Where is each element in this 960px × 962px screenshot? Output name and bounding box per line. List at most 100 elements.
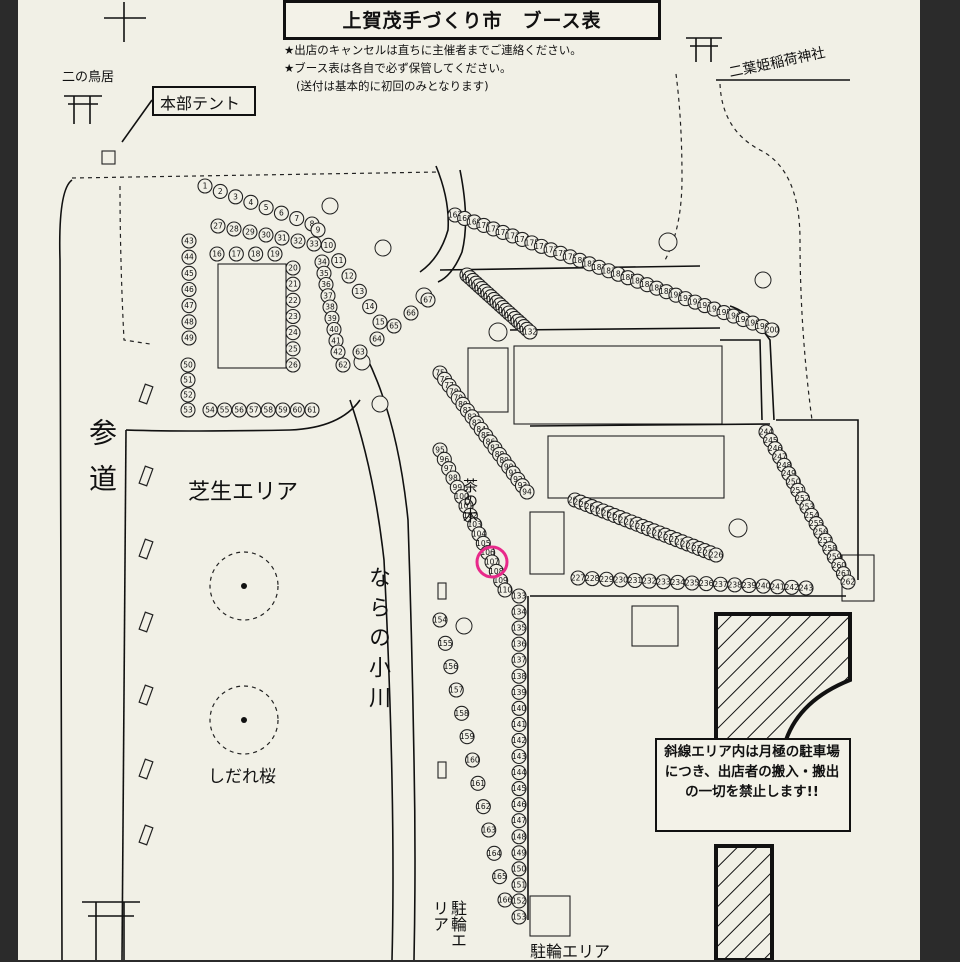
booth-164: 164 [486,845,502,861]
svg-text:51: 51 [183,376,193,385]
stream-edge [349,399,394,960]
building [467,347,509,413]
svg-text:173: 173 [505,231,520,240]
svg-text:254: 254 [804,511,819,520]
booth-50: 50 [180,357,196,373]
road-edge [509,327,721,331]
road-edge [720,339,763,421]
svg-text:88: 88 [495,450,505,459]
svg-text:237: 237 [713,580,728,589]
svg-text:104: 104 [472,530,487,539]
svg-text:61: 61 [307,406,317,415]
svg-text:249: 249 [782,469,797,478]
label-nara-ogawa: ならの小川 [365,566,390,716]
booth-135: 135 [511,620,527,636]
booth-10: 10 [320,237,336,253]
booth-22: 22 [285,292,301,308]
label-churin-area-1: 駐輪エリア [430,900,467,948]
svg-text:156: 156 [444,662,459,671]
booth-7: 7 [289,211,305,227]
svg-text:142: 142 [512,736,527,745]
svg-text:42: 42 [333,348,343,357]
svg-text:172: 172 [496,228,511,237]
svg-text:151: 151 [512,880,527,889]
svg-text:83: 83 [472,419,482,428]
booth-39: 39 [324,310,340,326]
booth-21: 21 [285,276,301,292]
svg-text:13: 13 [355,287,365,296]
booth-158: 158 [454,705,470,721]
svg-text:247: 247 [773,453,788,462]
svg-text:17: 17 [232,250,242,259]
booth-19: 19 [267,246,283,262]
svg-text:179: 179 [563,252,578,261]
booth-226: 226 [708,547,724,563]
parking-area [714,844,774,960]
booth-3: 3 [228,189,244,205]
booth-66: 66 [403,305,419,321]
svg-text:84: 84 [476,425,486,434]
svg-text:59: 59 [278,406,288,415]
svg-text:181: 181 [582,259,597,268]
booth-242: 242 [784,579,800,595]
booth-48: 48 [181,314,197,330]
svg-text:98: 98 [448,474,458,483]
svg-text:108: 108 [489,567,504,576]
post [437,582,447,600]
dashed-path [663,73,683,263]
svg-text:103: 103 [468,520,483,529]
svg-text:66: 66 [406,309,416,318]
svg-text:176: 176 [534,242,549,251]
svg-text:245: 245 [763,436,778,445]
tree-canopy [209,685,279,755]
booth-132: 132 [522,324,538,340]
label-shidarezakura: しだれ桜 [208,767,276,787]
svg-text:95: 95 [435,446,445,455]
svg-text:136: 136 [512,640,527,649]
svg-text:200: 200 [765,326,780,335]
svg-text:57: 57 [249,406,259,415]
svg-text:96: 96 [440,455,450,464]
torii-icon [82,901,140,960]
svg-text:78: 78 [449,387,459,396]
booth-136: 136 [511,636,527,652]
svg-text:81: 81 [463,406,473,415]
booth-23: 23 [285,308,301,325]
sando-edge [121,429,127,960]
svg-text:7: 7 [294,214,299,223]
svg-text:164: 164 [487,849,502,858]
booth-59: 59 [275,402,291,418]
svg-text:133: 133 [512,592,527,601]
svg-text:65: 65 [389,322,399,331]
booth-144: 144 [511,764,527,781]
svg-text:147: 147 [512,816,527,825]
booth-54: 54 [202,402,218,418]
svg-text:238: 238 [728,580,743,589]
svg-text:251: 251 [791,486,806,495]
booth-145: 145 [511,781,527,797]
svg-text:139: 139 [512,688,527,697]
booth-61: 61 [304,402,320,418]
svg-text:190: 190 [669,291,684,300]
svg-text:163: 163 [482,826,497,835]
booth-28: 28 [226,221,242,237]
booth-232: 232 [641,573,657,589]
svg-text:154: 154 [433,616,448,625]
svg-text:168: 168 [457,214,472,223]
svg-text:260: 260 [832,561,847,570]
svg-text:132: 132 [523,328,538,337]
stream-edge [437,169,467,283]
svg-text:55: 55 [220,406,230,415]
tree-icon [321,197,772,635]
svg-text:226: 226 [709,551,724,560]
booth-243: 243 [798,580,814,596]
booth-151: 151 [511,877,527,893]
svg-text:9: 9 [316,226,321,235]
svg-text:159: 159 [460,732,475,741]
booth-1: 1 [197,178,213,194]
svg-text:185: 185 [621,273,636,282]
torii-icon [64,95,102,124]
road-edge [529,423,771,427]
svg-text:196: 196 [726,312,741,321]
svg-text:23: 23 [288,312,298,321]
